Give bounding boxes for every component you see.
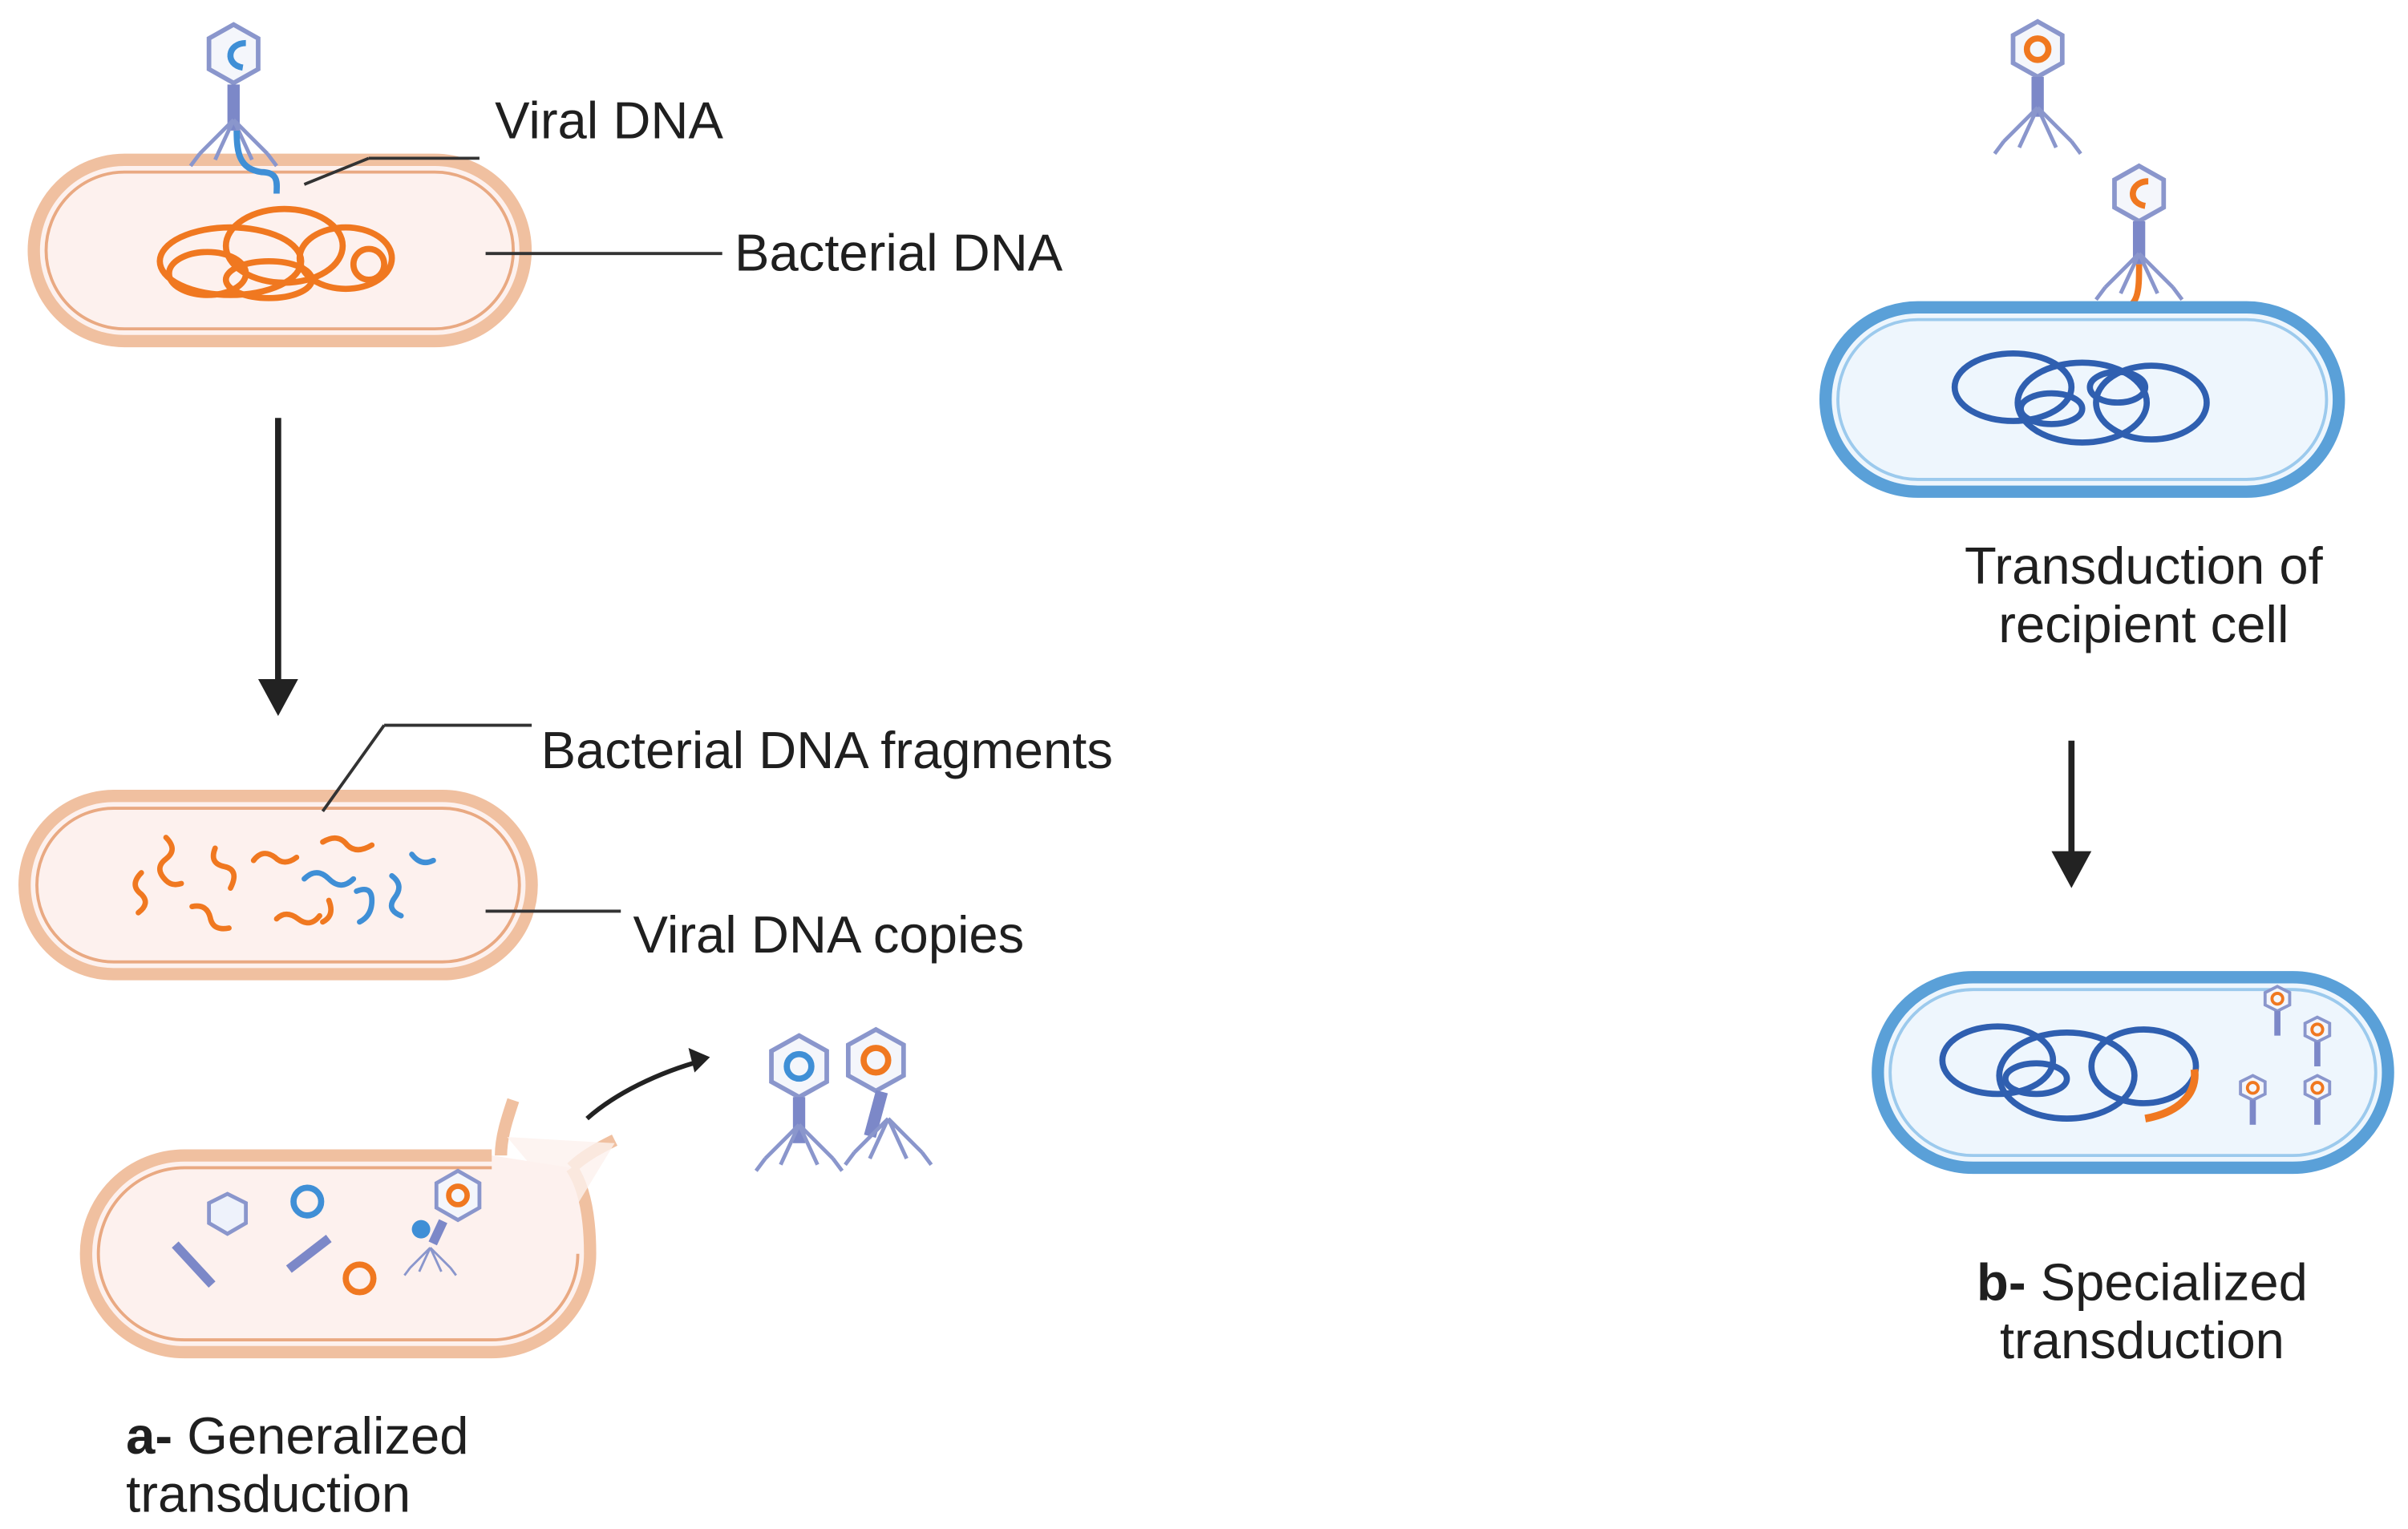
released-phage-bacterial-icon bbox=[845, 1026, 931, 1165]
released-phage-viral-icon bbox=[756, 1033, 842, 1171]
recipient-label-line2: recipient cell bbox=[1998, 596, 2289, 655]
phage-injecting-icon bbox=[191, 22, 281, 194]
phage-tail-icon bbox=[172, 1241, 216, 1288]
viral-dna-leader bbox=[303, 156, 370, 186]
viral-dna-label: Viral DNA bbox=[495, 91, 723, 151]
caption-b: b- Specialized transduction bbox=[1900, 1254, 2386, 1371]
bacterial-dna-coil bbox=[156, 205, 395, 301]
empty-capsid-icon bbox=[207, 1191, 249, 1236]
recombinant-dna bbox=[1939, 1023, 2200, 1122]
donor-cell-1 bbox=[27, 153, 532, 348]
bacterial-dna-label: Bacterial DNA bbox=[735, 224, 1063, 283]
donor-cell-3-lysing bbox=[79, 1098, 617, 1359]
arrow-down-b-head bbox=[2051, 851, 2092, 888]
assembling-phage-icon bbox=[403, 1168, 482, 1277]
lysis-contents bbox=[172, 1168, 482, 1296]
caption-a-line1: Generalized bbox=[187, 1407, 469, 1466]
donor-cell-2 bbox=[18, 790, 538, 981]
recipient-dna-coil bbox=[1951, 350, 2210, 446]
bacterial-dna-circle-icon bbox=[342, 1261, 377, 1296]
phage-tail-icon-2 bbox=[285, 1235, 332, 1273]
caption-b-line1: Specialized bbox=[2040, 1253, 2308, 1313]
recipient-cell-1 bbox=[1819, 301, 2345, 498]
caption-a: a- Generalized transduction bbox=[126, 1407, 468, 1524]
recipient-cell-label: Transduction of recipient cell bbox=[1890, 538, 2397, 655]
viral-dna-copies bbox=[302, 851, 436, 925]
fragments-leader bbox=[321, 724, 386, 812]
arrow-down-a-head bbox=[257, 679, 298, 717]
release-arrow-head bbox=[688, 1047, 710, 1073]
bacterial-dna-fragments-label: Bacterial DNA fragments bbox=[540, 722, 1113, 781]
viral-dna-copies-label: Viral DNA copies bbox=[633, 906, 1025, 965]
viral-dna-circle-icon bbox=[290, 1184, 325, 1219]
recipient-label-line1: Transduction of bbox=[1965, 537, 2323, 597]
bacterial-dna-fragments bbox=[132, 835, 375, 932]
caption-b-letter: b- bbox=[1977, 1253, 2026, 1313]
caption-b-line2: transduction bbox=[1999, 1312, 2285, 1371]
caption-a-line2: transduction bbox=[126, 1466, 411, 1525]
free-phage-icon bbox=[1994, 18, 2080, 154]
progeny-phages bbox=[2239, 985, 2332, 1125]
release-arrow bbox=[585, 1058, 705, 1121]
caption-a-letter: a- bbox=[126, 1407, 173, 1466]
